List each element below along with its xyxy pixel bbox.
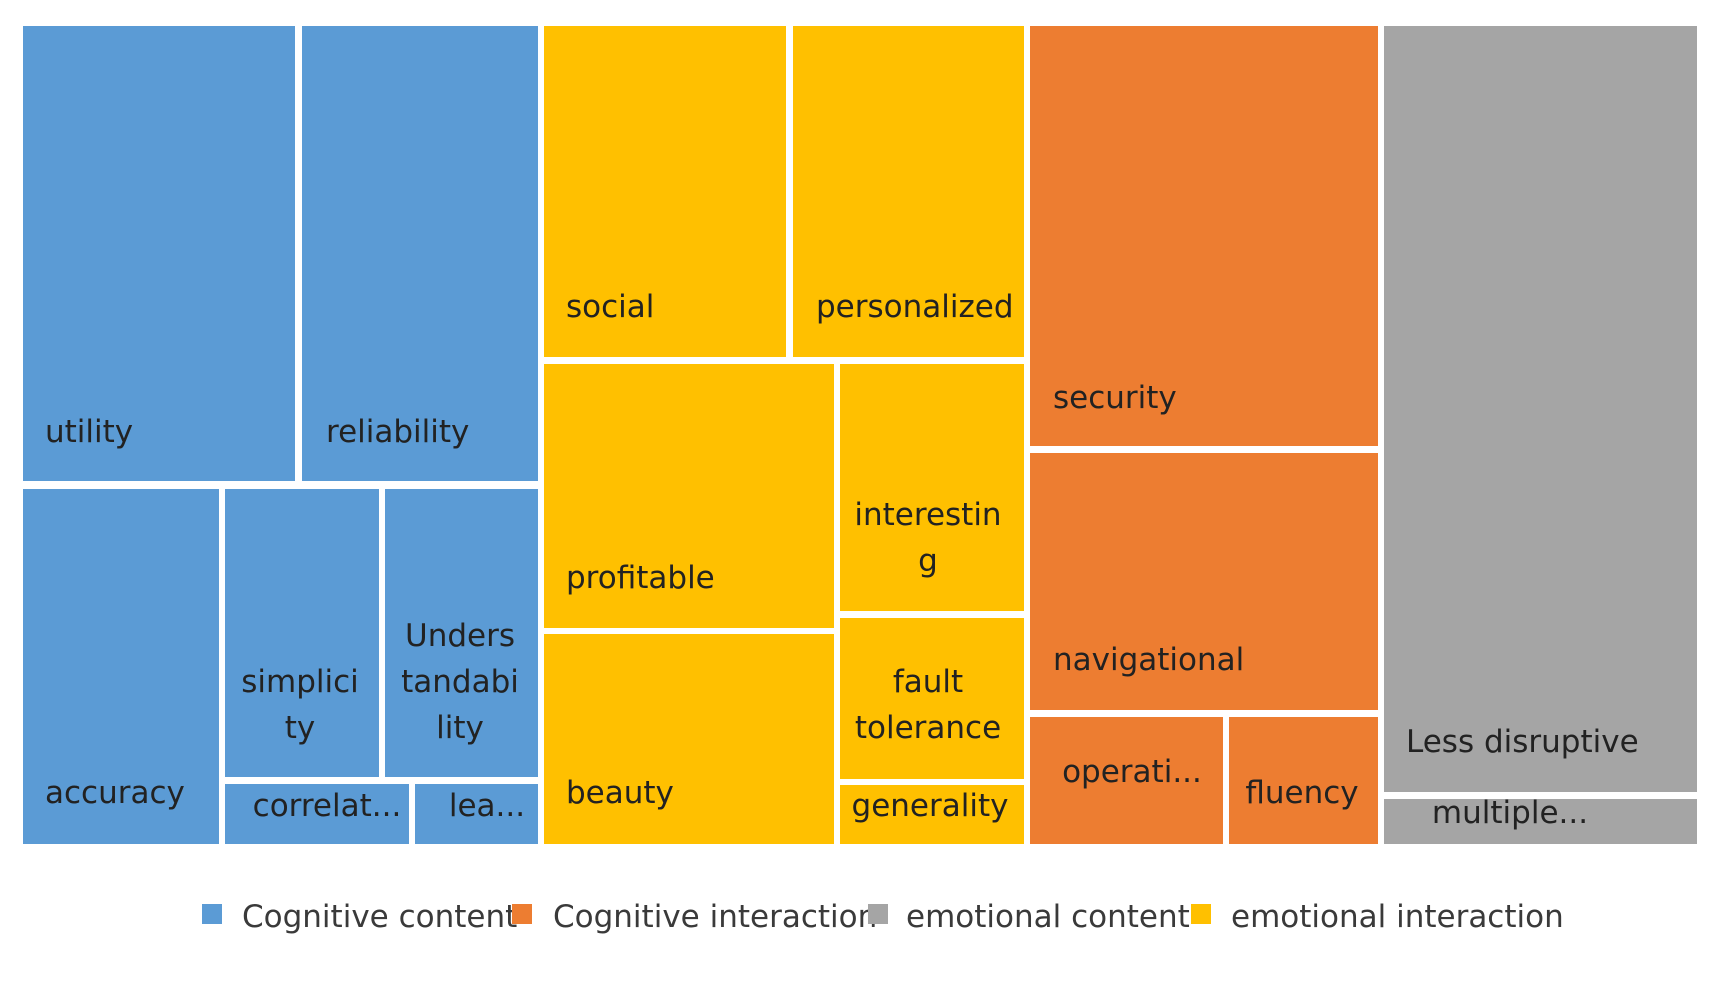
tile-simplici-ty	[225, 489, 379, 777]
tile-label: operati...	[1062, 754, 1202, 790]
legend-swatch	[512, 904, 532, 924]
tile-label: Less disruptive	[1406, 724, 1639, 760]
tile-label: profitable	[566, 560, 715, 596]
tile-label: multiple...	[1432, 795, 1588, 831]
tile-social	[544, 26, 786, 357]
tile-multiple	[1384, 799, 1697, 844]
tile-label: navigational	[1053, 642, 1244, 678]
tile-beauty	[544, 634, 834, 844]
legend-swatch	[1191, 904, 1211, 924]
tile-generality	[840, 785, 1024, 844]
legend-label: Cognitive content	[242, 899, 517, 935]
tile-label: fluency	[1245, 775, 1358, 811]
tile-unders-tandabi-lity	[385, 489, 538, 777]
legend-label: emotional interaction	[1231, 899, 1564, 935]
tile-less-disruptive	[1384, 26, 1697, 792]
tile-fault-tolerance	[840, 618, 1024, 779]
tile-label: personalized	[816, 289, 1014, 325]
legend-label: emotional content	[906, 899, 1190, 935]
tile-label: lea...	[449, 788, 525, 824]
tile-correlat	[225, 784, 409, 844]
legend-label: Cognitive interaction	[553, 899, 877, 935]
tile-label: utility	[45, 414, 133, 450]
tile-label: correlat...	[253, 788, 402, 824]
tile-label: accuracy	[45, 775, 185, 811]
tile-utility	[23, 26, 295, 481]
tile-label: generality	[852, 788, 1009, 824]
tile-interestin-g	[840, 364, 1024, 611]
tile-navigational	[1030, 453, 1378, 710]
tile-label: security	[1053, 380, 1177, 416]
tile-profitable	[544, 364, 834, 628]
tile-operati	[1030, 717, 1223, 844]
legend-swatch	[868, 904, 888, 924]
legend-swatch	[202, 904, 222, 924]
tile-security	[1030, 26, 1378, 446]
legend: Cognitive content Cognitive interaction em…	[202, 899, 1564, 935]
tile-label: beauty	[566, 775, 674, 811]
tile-accuracy	[23, 489, 219, 844]
tile-fluency	[1229, 717, 1378, 844]
tile-lea	[415, 784, 538, 844]
tile-reliability	[302, 26, 538, 481]
tile-label: social	[566, 289, 654, 325]
tile-label: reliability	[326, 414, 469, 450]
tile-personalized	[793, 26, 1024, 357]
